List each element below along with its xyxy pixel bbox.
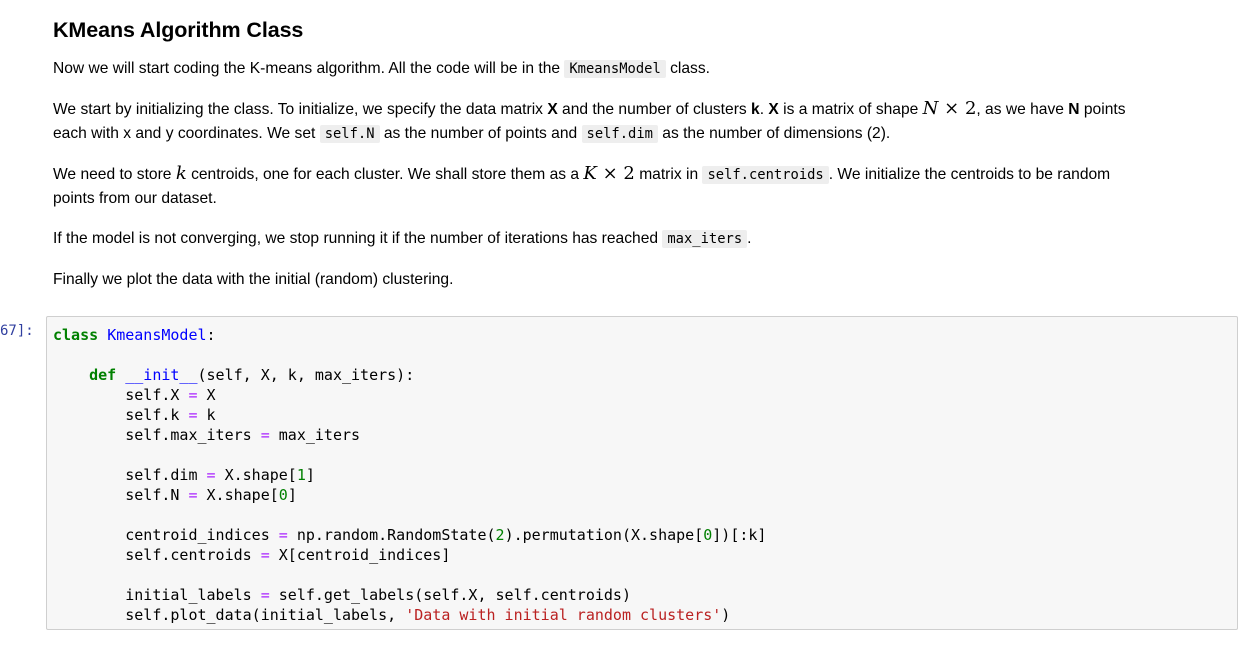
- paragraph-centroids: We need to store k centroids, one for ea…: [53, 163, 1111, 207]
- paragraph-init: We start by initializing the class. To i…: [53, 98, 1126, 143]
- math-shape: K × 2: [583, 163, 635, 184]
- math-k: k: [175, 163, 187, 184]
- paragraph-intro: Now we will start coding the K-means alg…: [53, 60, 710, 78]
- math-shape: N × 2: [922, 98, 977, 119]
- paragraph-plot: Finally we plot the data with the initia…: [53, 271, 454, 288]
- code-cell[interactable]: class KmeansModel: def __init__(self, X,…: [46, 316, 1238, 630]
- code-editor[interactable]: class KmeansModel: def __init__(self, X,…: [53, 326, 767, 624]
- inline-code: self.dim: [581, 125, 658, 143]
- inline-code: max_iters: [662, 230, 748, 248]
- paragraph-max-iters: If the model is not converging, we stop …: [53, 230, 752, 248]
- inline-code: KmeansModel: [564, 60, 666, 78]
- inline-code: self.N: [319, 125, 380, 143]
- inline-code: self.centroids: [702, 166, 829, 184]
- cell-prompt: 67]:: [0, 323, 34, 339]
- section-heading: KMeans Algorithm Class: [53, 18, 304, 42]
